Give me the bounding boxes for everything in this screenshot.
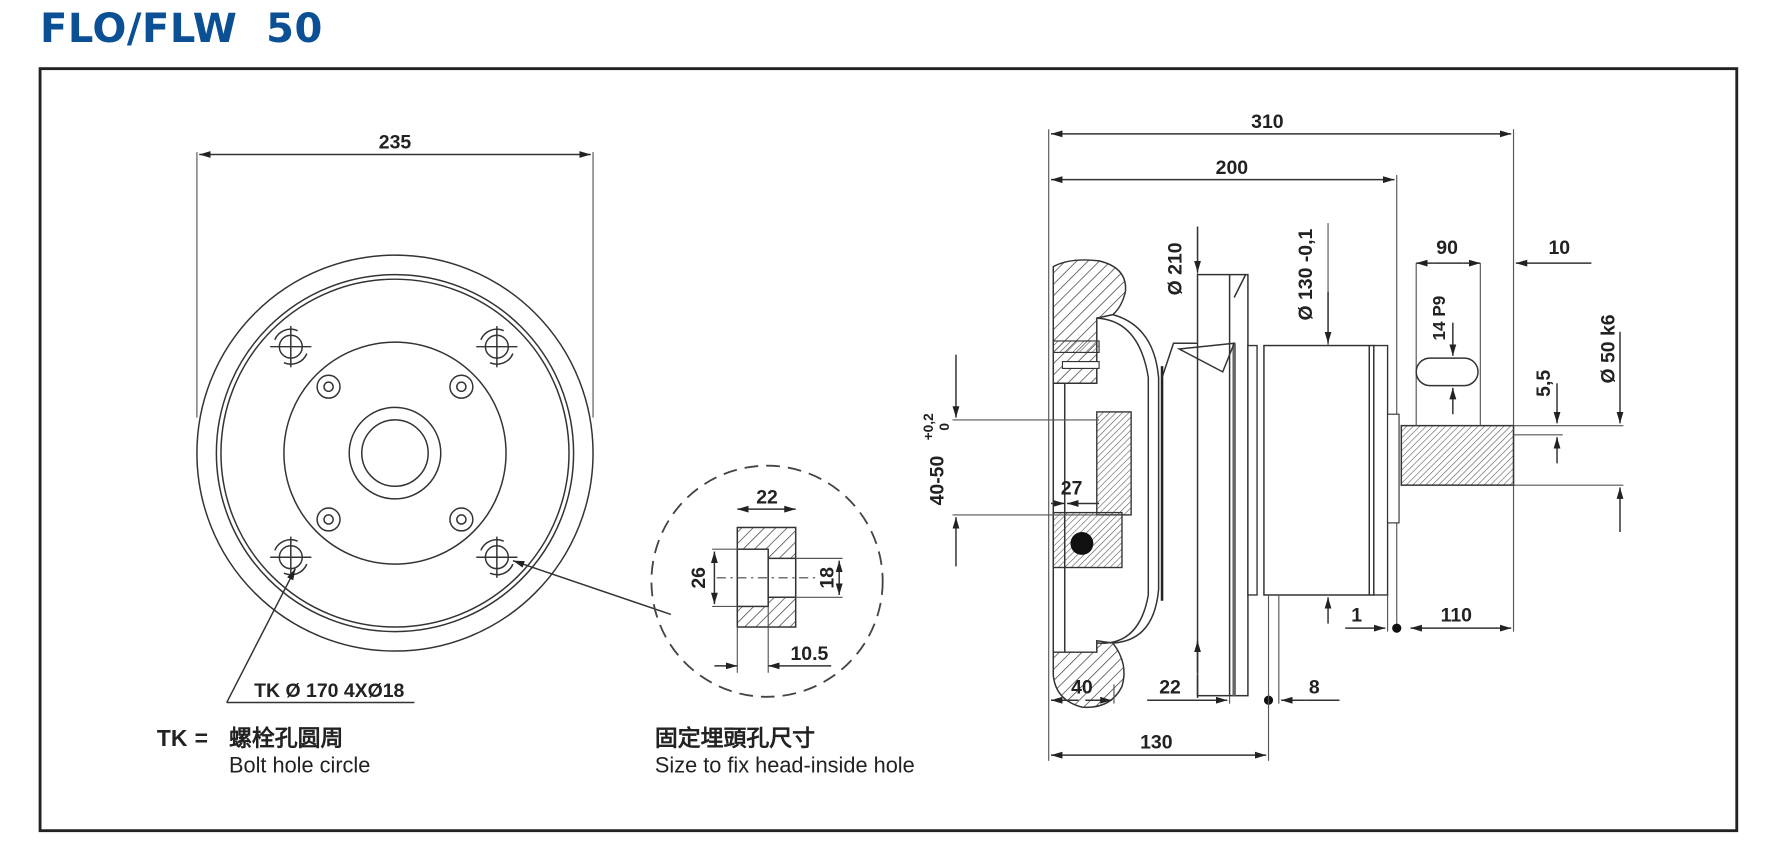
detail-caption-english: Size to fix head-inside hole [655, 752, 915, 777]
dim-step-length: 22 [1159, 676, 1181, 698]
dim-flange-diameter: Ø 210 [1165, 242, 1187, 295]
legend-chinese: 螺栓孔圆周 [229, 725, 343, 751]
drawing-frame [38, 67, 1739, 833]
dim-bore-tol-lower: 0 [937, 423, 952, 431]
dim-hub-diameter: Ø 130 -0,1 [1295, 229, 1317, 321]
dim-shaft-length: 110 [1441, 604, 1473, 626]
dim-keyway-depth: 5,5 [1533, 370, 1555, 397]
bolt-holes [270, 326, 518, 578]
detail-outer-height: 26 [688, 567, 710, 589]
detail-depth: 10.5 [790, 643, 828, 665]
detail-view: 22 26 18 10.5 固定埋頭孔尺寸 Size to fix head-i… [650, 464, 915, 777]
dim-step-offset: 8 [1309, 676, 1320, 698]
detail-inner-height: 18 [816, 567, 838, 589]
screw-holes [316, 374, 474, 532]
detail-leader [512, 559, 672, 616]
dim-gap: 1 [1351, 604, 1362, 626]
dim-overall-width: 235 [379, 132, 412, 154]
dim-hub-offset: 27 [1061, 477, 1083, 499]
legend-english: Bolt hole circle [229, 752, 370, 777]
dim-key-offset: 10 [1548, 237, 1570, 259]
dim-shaft-diameter: Ø 50 k6 [1597, 314, 1619, 383]
dim-bore-range: 40-50 [926, 456, 948, 506]
dim-body-length: 200 [1216, 157, 1249, 179]
front-view: 235 TK Ø 170 4XØ18 TK = 螺栓孔圆周 Bolt hole [157, 132, 594, 777]
legend-equals: = [195, 725, 208, 751]
side-view: 310 200 40-50 +0,2 0 27 [921, 111, 1624, 761]
legend-abbr: TK [157, 725, 188, 751]
dim-keyway-width: 14 P9 [1429, 296, 1449, 341]
bolt-callout: TK Ø 170 4XØ18 [254, 680, 404, 702]
dim-flange-to-step: 130 [1140, 731, 1173, 753]
detail-width: 22 [756, 486, 778, 508]
dim-flange-thickness: 40 [1071, 676, 1093, 698]
dim-bore-tol-upper: +0,2 [921, 413, 936, 440]
detail-caption-chinese: 固定埋頭孔尺寸 [655, 725, 815, 751]
dim-key-length: 90 [1436, 237, 1458, 259]
page-title: FLO/FLW 50 [40, 6, 323, 52]
dim-overall-length: 310 [1251, 111, 1284, 133]
